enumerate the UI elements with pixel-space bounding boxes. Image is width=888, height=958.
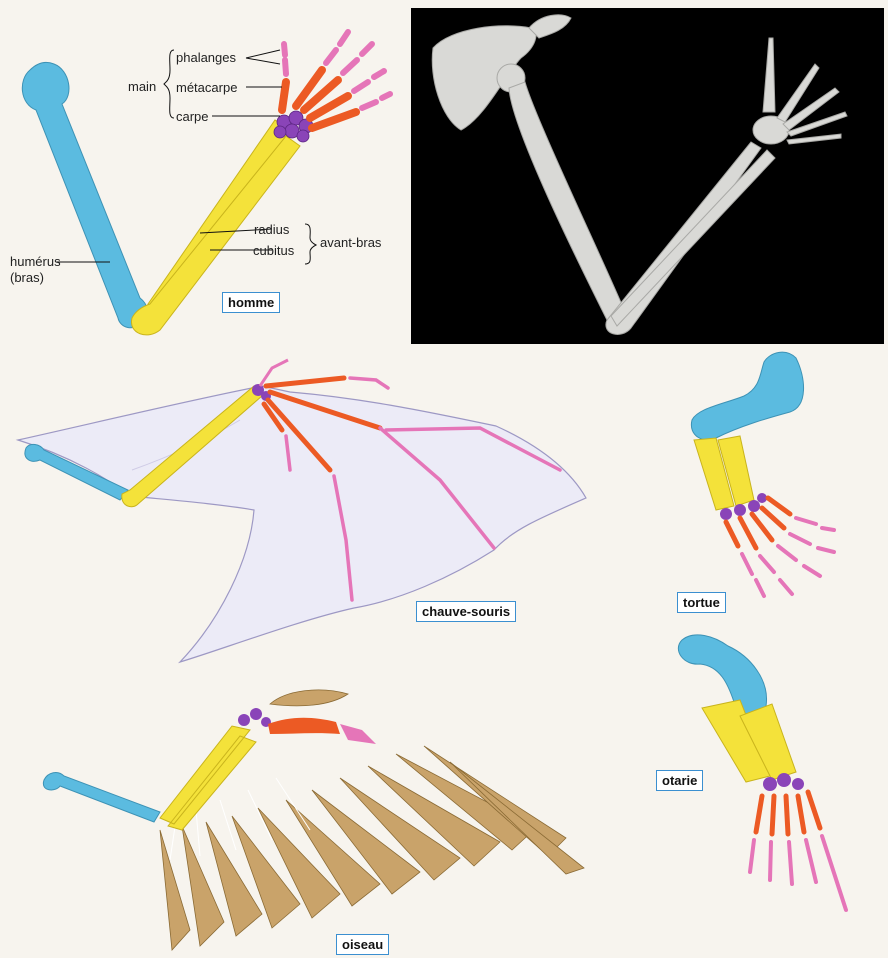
tag-otarie: otarie [656, 770, 703, 791]
label-main: main [128, 79, 156, 94]
sealion-metacarpe [756, 792, 820, 834]
label-avant-bras: avant-bras [320, 235, 381, 250]
label-bras: (bras) [10, 270, 44, 285]
bird-alula [270, 690, 348, 706]
turtle-limb [691, 352, 834, 596]
label-cubitus: cubitus [253, 243, 294, 258]
turtle-phalanges [742, 518, 834, 596]
label-humerus: humérus [10, 254, 61, 269]
sealion-phalanges [750, 836, 846, 910]
turtle-humerus [691, 352, 803, 440]
human-humerus [22, 62, 147, 327]
label-radius: radius [254, 222, 289, 237]
label-phalanges: phalanges [176, 50, 236, 65]
human-arm [22, 32, 390, 335]
tag-oiseau: oiseau [336, 934, 389, 955]
bird-radius-cubitus [160, 726, 256, 830]
tag-chauve-souris: chauve-souris [416, 601, 516, 622]
label-carpe: carpe [176, 109, 209, 124]
label-metacarpe: métacarpe [176, 80, 237, 95]
bird-phalanges [340, 724, 376, 744]
bird-metacarpe [268, 718, 340, 734]
bird-carpe [238, 708, 271, 727]
tag-homme: homme [222, 292, 280, 313]
tag-tortue: tortue [677, 592, 726, 613]
skeleton-photo [411, 8, 884, 344]
bird-humerus [43, 773, 160, 822]
sealion-limb [678, 635, 846, 910]
bird-wing [43, 690, 584, 950]
